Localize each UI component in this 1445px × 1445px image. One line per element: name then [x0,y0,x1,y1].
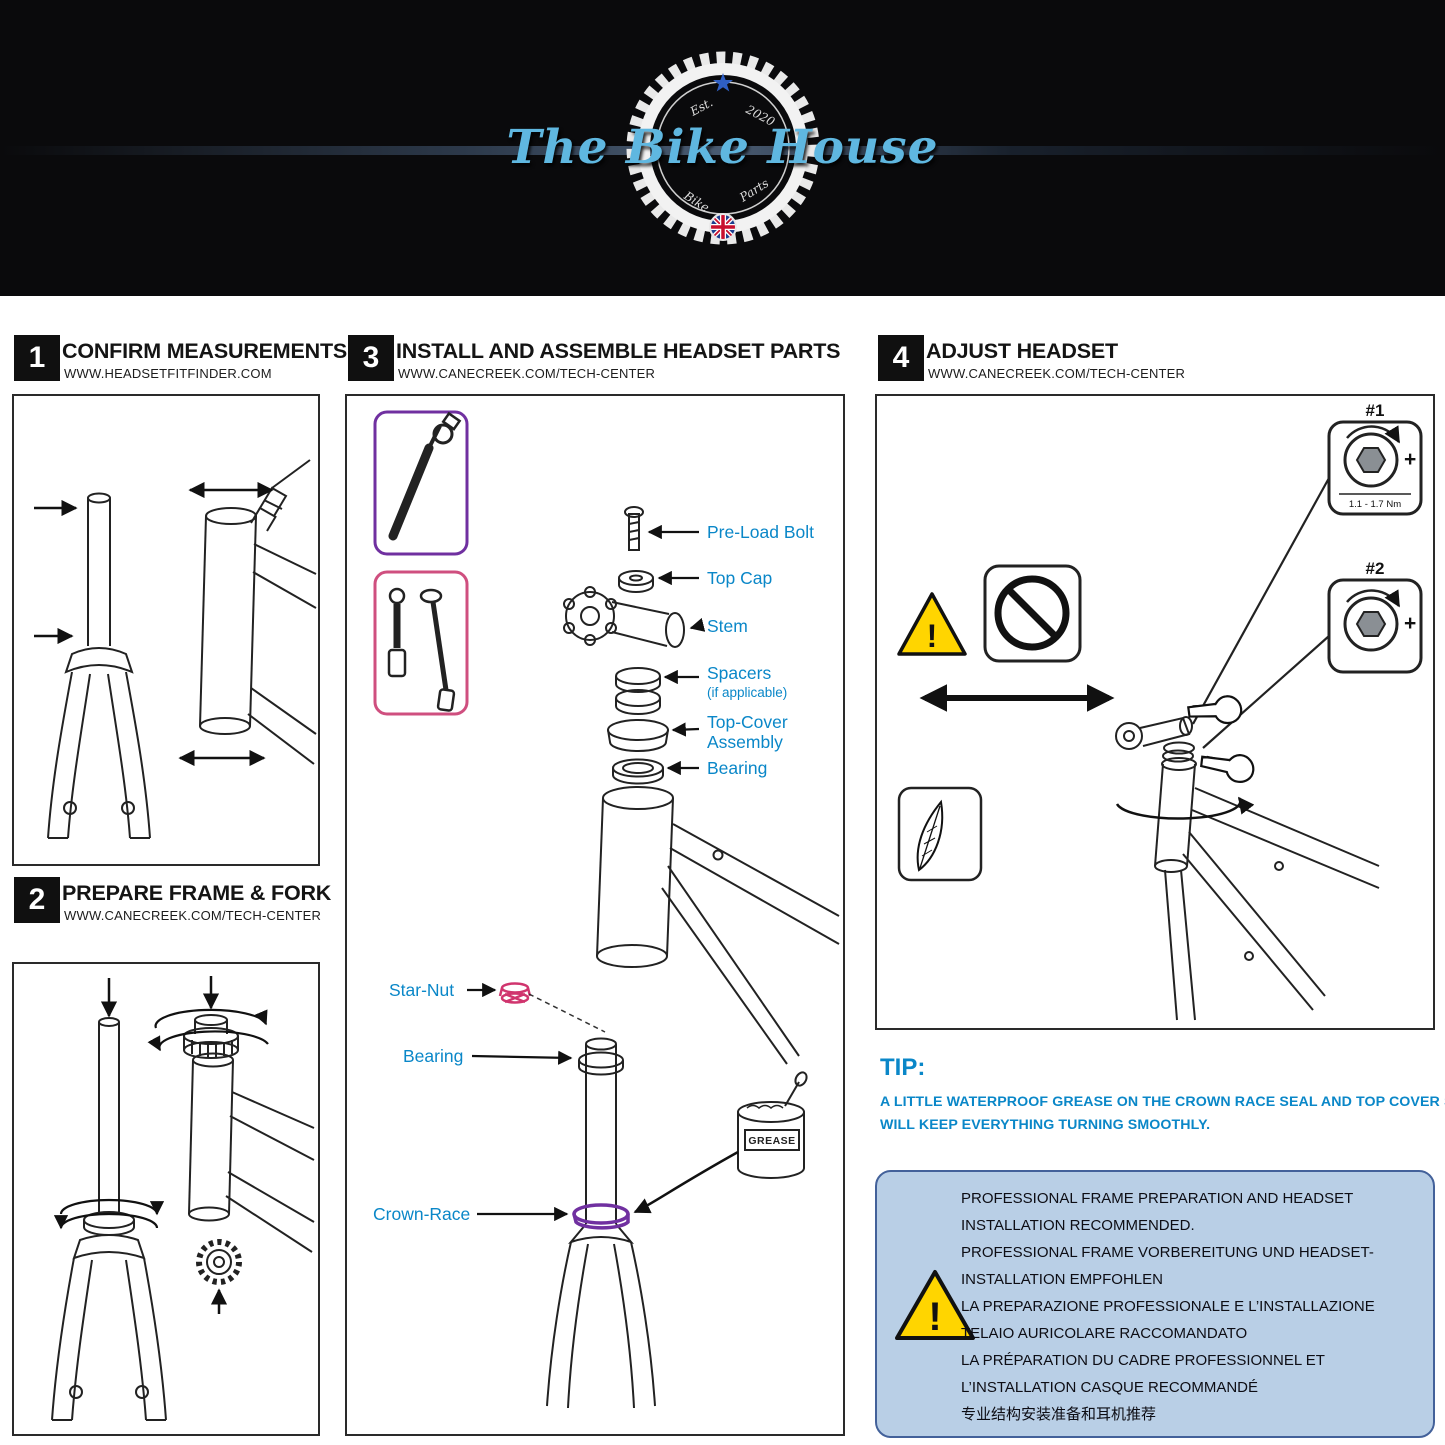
step-2-badge: 2 [14,877,60,923]
step-2-title: PREPARE FRAME & FORK [62,881,332,905]
fork-drawing [47,492,151,839]
tip-label: TIP: [880,1054,926,1081]
notice-line: LA PRÉPARATION DU CADRE PROFESSIONNEL ET [961,1352,1325,1369]
uk-flag-icon [708,213,737,241]
notice-line: INSTALLATION EMPFOHLEN [961,1271,1163,1288]
pointing-hand-icon [1197,740,1259,788]
notice-line: PROFESSIONAL FRAME VORBEREITUNG UND HEAD… [961,1244,1374,1261]
torque-wrench-icon [388,411,462,541]
label-spacers: Spacers [707,663,771,683]
grease-arrow [633,1150,739,1214]
panel-confirm-measurements [12,394,320,866]
star-nut-guide-line [528,993,606,1033]
panel-install-assemble: GREASE Pre-Load Bolt Top Cap Stem Spacer… [345,394,845,1436]
step-3-badge: 3 [348,335,394,381]
head-tube-drawing [199,507,317,765]
panel-adjust-headset: #1 + 1.1 - 1.7 Nm #2 + ! [875,394,1435,1030]
callout-arrows-left [467,982,573,1222]
label-crown-race: Crown-Race [373,1204,470,1224]
notice-line: 专业结构安装准备和耳机推荐 [961,1406,1157,1423]
plus-sign-1: + [1404,448,1416,471]
step-4-badge: 4 [878,335,924,381]
step-4-title: ADJUST HEADSET [926,339,1118,363]
panel-prepare-frame-fork [12,962,320,1436]
step-4-url: WWW.CANECREEK.COM/TECH-CENTER [928,366,1186,381]
frame-prep-diagram [51,976,315,1421]
label-star-nut: Star-Nut [389,980,454,1000]
tip-line-2: WILL KEEP EVERYTHING TURNING SMOOTHLY. [880,1117,1211,1133]
bike-front-end-drawing [1115,716,1380,1021]
step-3-url: WWW.CANECREEK.COM/TECH-CENTER [398,366,656,381]
brand-name: The Bike House [506,120,939,175]
plus-sign-2: + [1404,612,1416,635]
caliper-icon [250,459,311,532]
label-preload-bolt: Pre-Load Bolt [707,522,814,542]
label-top-cover-assembly: Assembly [707,732,783,752]
label-top-cover: Top-Cover [707,712,788,732]
tool-2-label: #2 [1366,559,1385,578]
star-nut-icon [498,982,532,1004]
bearing-cup-die-icon [196,1239,242,1285]
chainring-logo-icon: Est. 2020 Bike Parts [626,51,819,245]
warning-exclamation: ! [927,618,938,654]
head-tube-measure-arrows [178,481,274,767]
crown-race-rotation-arrows [53,1198,165,1230]
step-1-url: WWW.HEADSETFITFINDER.COM [64,366,272,381]
tool-pointer-lines [1192,477,1330,749]
callout-arrows-right [647,524,706,776]
grease-label: GREASE [748,1135,795,1147]
crown-race-ring [572,1203,630,1230]
head-tube-press-drawing [183,1014,315,1253]
logo-parts-label: Parts [736,176,771,205]
step-2-url: WWW.CANECREEK.COM/TECH-CENTER [64,908,322,923]
press-tool-box [373,570,469,716]
tool-1-label: #1 [1366,401,1385,420]
label-top-cap: Top Cap [707,568,772,588]
exploded-assembly-diagram: GREASE Pre-Load Bolt Top Cap Stem Spacer… [373,410,840,1409]
logo-est-label: Est. [686,95,714,119]
adjust-diagram: #1 + 1.1 - 1.7 Nm #2 + ! [897,401,1423,1021]
notice-line: INSTALLATION RECOMMENDED. [961,1217,1195,1234]
torque-tool-box [373,410,469,556]
label-bearing-upper: Bearing [707,758,767,778]
press-tools-icon [387,587,456,712]
notice-line: L’INSTALLATION CASQUE RECOMMANDÉ [961,1379,1258,1396]
warning-triangle-icon: ! [897,592,967,656]
label-bearing-lower: Bearing [403,1046,463,1066]
notice-line: LA PREPARAZIONE PROFESSIONALE E L’INSTAL… [961,1298,1375,1315]
rotation-arrow [1115,796,1255,820]
professional-notice-box: ! PROFESSIONAL FRAME PREPARATION AND HEA… [875,1170,1435,1438]
label-stem: Stem [707,616,748,636]
press-arrows [100,976,228,1314]
feather-icon [897,786,983,882]
warning-exclamation: ! [928,1295,941,1339]
prohibition-icon [983,564,1082,663]
notice-text: PROFESSIONAL FRAME PREPARATION AND HEADS… [961,1185,1427,1428]
torque-spec: 1.1 - 1.7 Nm [1349,499,1401,510]
header-streak [0,146,1445,155]
warning-triangle-icon: ! [895,1270,975,1340]
step-1-badge: 1 [14,335,60,381]
grease-can-icon [737,1071,808,1179]
hex-key-icon-1: #1 + 1.1 - 1.7 Nm [1327,401,1423,516]
tip-line-1: A LITTLE WATERPROOF GREASE ON THE CROWN … [880,1094,1445,1110]
cup-rotation-arrows [147,1008,269,1052]
notice-line: PROFESSIONAL FRAME PREPARATION AND HEADS… [961,1190,1354,1207]
exploded-parts-drawing [546,506,840,1409]
header-banner: Est. 2020 Bike Parts The Bike House [0,0,1445,296]
hex-key-icon-2: #2 + [1327,559,1423,674]
steerer-measure-arrows [34,499,78,645]
step-3-title: INSTALL AND ASSEMBLE HEADSET PARTS [396,339,841,363]
step-1-title: CONFIRM MEASUREMENTS [62,339,348,363]
label-spacers-note: (if applicable) [707,685,787,700]
star-icon [712,73,733,92]
measurement-diagram [34,459,317,839]
fork-drawing [51,1017,167,1421]
notice-line: TELAIO AURICOLARE RACCOMANDATO [961,1325,1248,1342]
